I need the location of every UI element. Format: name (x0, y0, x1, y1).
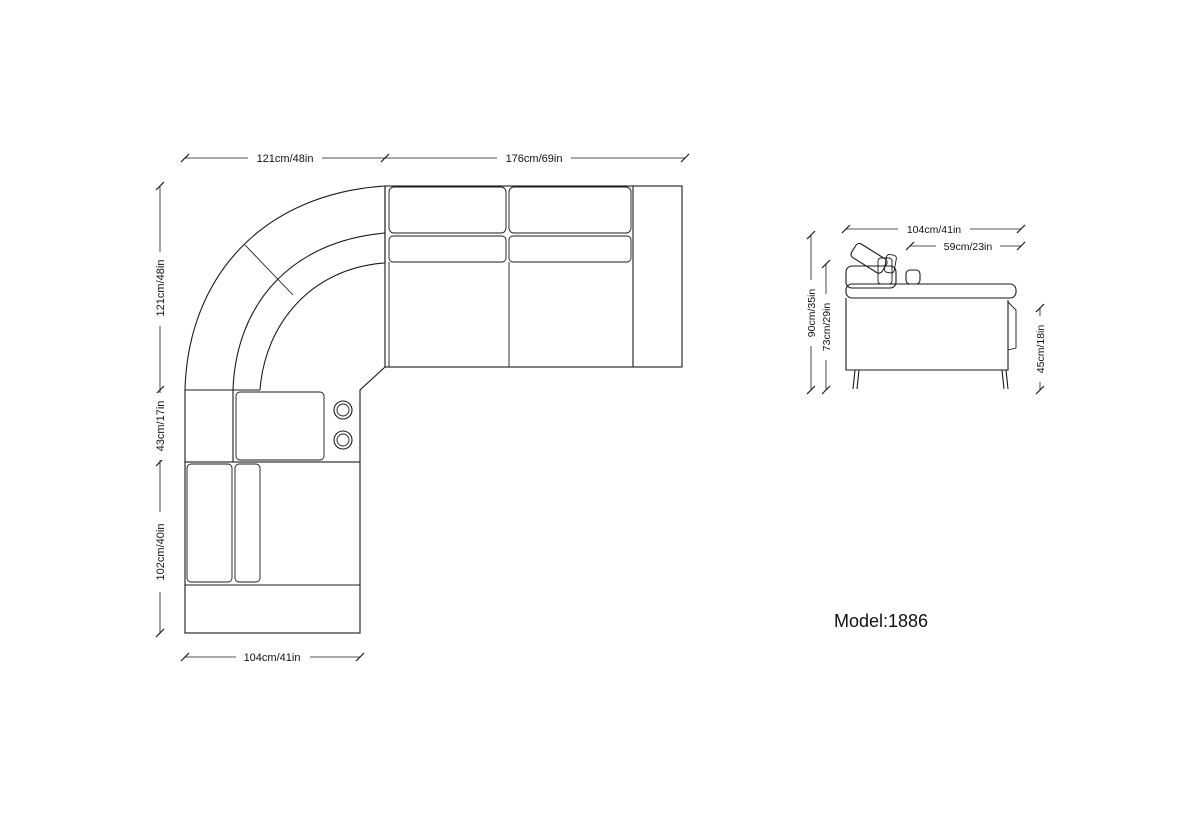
dim-side-back-height: 73cm/29in (821, 303, 833, 352)
dim-side-seat-height: 45cm/18in (1035, 325, 1047, 374)
dim-side-seat-depth: 59cm/23in (944, 241, 993, 253)
seat-strip-2 (508, 235, 632, 263)
sofa-side-view (845, 242, 1017, 390)
left-back-cushion (186, 463, 233, 583)
dim-top-left-width: 121cm/48in (257, 153, 314, 165)
side-frame (845, 298, 1009, 371)
left-seat-strip (234, 463, 261, 583)
cup-holder-2 (333, 430, 353, 450)
console-outline (184, 366, 386, 463)
back-cushion-2 (508, 186, 632, 234)
side-dimensions: 104cm/41in 59cm/23in 90cm/35in 73cm/29in… (804, 222, 1047, 395)
side-leg-front (1001, 369, 1005, 390)
dim-left-mid-height: 43cm/17in (155, 401, 167, 452)
model-label: Model:1886 (834, 611, 929, 631)
side-seat-cushion (845, 283, 1017, 299)
seat-strip-1 (388, 235, 507, 263)
corner-inner-arc (259, 262, 386, 391)
dim-left-top-height: 121cm/48in (155, 260, 167, 317)
dim-left-bottom-height: 102cm/40in (155, 524, 167, 581)
dim-side-depth: 104cm/41in (907, 224, 961, 236)
console-tray (235, 391, 325, 461)
side-leg-back (852, 369, 856, 390)
dim-top-right-width: 176cm/69in (506, 153, 563, 165)
sofa-plan-view (184, 185, 683, 634)
dim-bottom-width: 104cm/41in (244, 652, 301, 664)
corner-divider (244, 244, 294, 296)
plan-dimensions: 121cm/48in 176cm/69in 121cm/48in 43cm/17… (152, 150, 690, 664)
corner-mid-arc (232, 232, 386, 391)
left-seat-section (184, 461, 361, 634)
corner-outer-arc (184, 185, 386, 391)
dim-side-total-height: 90cm/35in (806, 289, 818, 338)
back-cushion-1 (388, 186, 507, 234)
side-backrest (845, 265, 897, 289)
cup-holder-1 (333, 400, 353, 420)
top-seat-section (384, 185, 683, 368)
